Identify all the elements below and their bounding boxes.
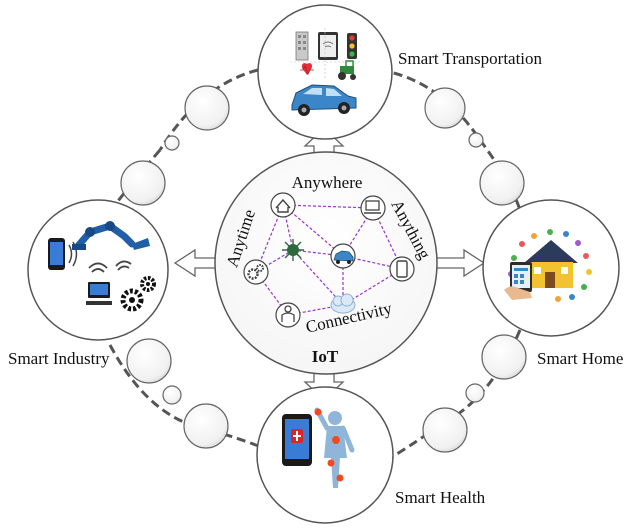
building-icon bbox=[295, 31, 309, 61]
phone-icon bbox=[48, 238, 78, 270]
bubble-tr-3 bbox=[479, 160, 525, 206]
person-icon bbox=[275, 302, 301, 328]
bubble-tr-2 bbox=[468, 132, 484, 148]
bubble-bl-1 bbox=[126, 338, 172, 384]
domain-transportation bbox=[257, 4, 393, 140]
tablet-icon bbox=[510, 262, 532, 292]
tractor-icon bbox=[338, 60, 356, 80]
virus-icon bbox=[282, 239, 304, 261]
bubble-tl-1 bbox=[184, 85, 230, 131]
label-smart-health: Smart Health bbox=[395, 488, 486, 507]
heart-icon bbox=[300, 63, 314, 75]
bubble-br-2 bbox=[465, 383, 485, 403]
robot-arm-icon bbox=[72, 221, 150, 250]
body-icon bbox=[314, 407, 355, 488]
arrow-right bbox=[433, 248, 486, 278]
label-smart-transportation: Smart Transportation bbox=[398, 49, 543, 68]
tablet-icon bbox=[318, 32, 338, 60]
dots-ring bbox=[508, 229, 592, 302]
gears-icon bbox=[120, 276, 156, 312]
monitor-icon bbox=[86, 282, 112, 305]
iot-title: IoT bbox=[312, 347, 339, 366]
connector-bubbles bbox=[120, 85, 527, 453]
domain-health bbox=[256, 386, 394, 524]
traffic-light-icon bbox=[347, 33, 357, 59]
ring-word-anywhere: Anywhere bbox=[292, 173, 363, 192]
wifi-icon bbox=[88, 260, 132, 273]
domain-industry bbox=[27, 199, 169, 341]
car-icon bbox=[291, 84, 357, 116]
hand-icon bbox=[504, 286, 532, 300]
bubble-tl-2 bbox=[164, 135, 180, 151]
bubble-br-3 bbox=[422, 407, 468, 453]
iot-center: Anywhere Anytime Anything Connectivity I… bbox=[214, 151, 438, 375]
bubble-tr-1 bbox=[424, 87, 466, 129]
cloud-icon bbox=[330, 293, 356, 314]
domain-home bbox=[482, 199, 620, 337]
phone-icon bbox=[389, 256, 415, 282]
bubble-tl-3 bbox=[120, 160, 166, 206]
label-smart-home: Smart Home bbox=[537, 349, 623, 368]
label-smart-industry: Smart Industry bbox=[8, 349, 110, 368]
bubble-bl-2 bbox=[162, 385, 182, 405]
bubble-br-1 bbox=[481, 334, 527, 380]
home-icon bbox=[270, 192, 296, 218]
laptop-icon bbox=[360, 195, 386, 221]
bubble-bl-3 bbox=[183, 403, 229, 449]
phone-icon bbox=[282, 414, 312, 466]
gear-icon bbox=[243, 259, 269, 285]
car-icon bbox=[330, 243, 356, 269]
house-icon bbox=[524, 240, 578, 288]
